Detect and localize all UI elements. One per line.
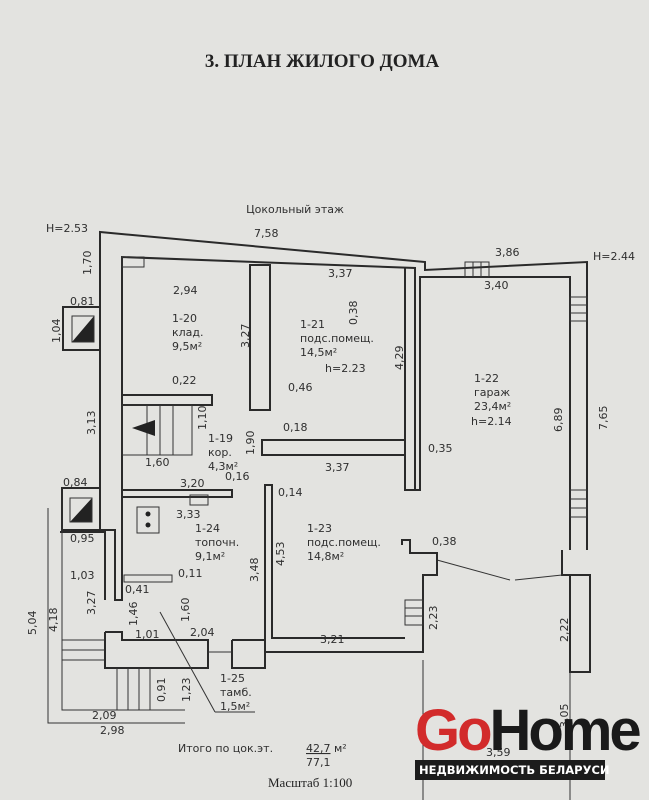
- logo-go: Go: [415, 698, 493, 763]
- room-label-text: 1-24: [195, 522, 220, 535]
- dimension-label: 1,60: [179, 598, 192, 623]
- dimension-label: 0,16: [225, 470, 250, 483]
- dimension-label: 0,22: [172, 374, 197, 387]
- room-label-text: 1-20: [172, 312, 197, 325]
- dimension-label: 1,10: [196, 406, 209, 431]
- dimension-label: 0,91: [155, 678, 168, 703]
- dimension-label: 0,38: [432, 535, 457, 548]
- dimension-label: 2,98: [100, 724, 125, 737]
- room-label-text: 1-21: [300, 318, 325, 331]
- logo-home: Home: [489, 698, 642, 763]
- room-label-text: 4,3м²: [208, 460, 238, 473]
- room-label-text: 1-19: [208, 432, 233, 445]
- dimension-label: 2,09: [92, 709, 117, 722]
- room-label-text: 1-22: [474, 372, 499, 385]
- dimension-label: 3,37: [325, 461, 350, 474]
- room-label-text: 1-23: [307, 522, 332, 535]
- dimension-label: 6,89: [552, 408, 565, 433]
- totals: Итого по цок.эт. 42,7 м² 77,1 Масштаб 1:…: [178, 742, 352, 790]
- room-label-text: 9,1м²: [195, 550, 225, 563]
- dimension-label: 7,65: [597, 406, 610, 431]
- dimension-label: 1,03: [70, 569, 95, 582]
- totals-total: 77,1: [306, 756, 331, 769]
- dimension-label: 0,41: [125, 583, 150, 596]
- room-label-text: 1,5м²: [220, 700, 250, 713]
- dimension-label: H=2.53: [46, 222, 88, 235]
- room-label-text: кор.: [208, 446, 232, 459]
- gohome-watermark: GoHome НЕДВИЖИМОСТЬ БЕЛАРУСИ: [415, 702, 642, 780]
- room-label-text: h=2.23: [325, 362, 366, 375]
- room-label-text: 23,4м²: [474, 400, 511, 413]
- plan-title: 3. ПЛАН ЖИЛОГО ДОМА: [205, 51, 440, 72]
- room-label-text: h=2.14: [471, 415, 512, 428]
- dimension-label: 1,01: [135, 628, 160, 641]
- totals-label: Итого по цок.эт.: [178, 742, 273, 755]
- dimension-label: 1,23: [180, 678, 193, 703]
- floor-name: Цокольный этаж: [246, 203, 344, 216]
- dimension-label: 3,48: [248, 558, 261, 583]
- dimension-label: 3,40: [484, 279, 509, 292]
- room-label-text: подс.помещ.: [307, 536, 381, 549]
- totals-living: 42,7: [306, 742, 331, 755]
- dimension-label: 1,90: [244, 431, 257, 456]
- dimension-label: 4,29: [393, 346, 406, 371]
- dimension-label: 4,18: [47, 608, 60, 633]
- dimension-label: 3,21: [320, 633, 345, 646]
- dimension-label: 3,13: [85, 411, 98, 436]
- dimension-label: 0,84: [63, 476, 88, 489]
- dimension-label: 3,20: [180, 477, 205, 490]
- walls: [47, 230, 591, 800]
- dimension-label: 0,95: [70, 532, 95, 545]
- dimension-label: 0,11: [178, 567, 203, 580]
- dimension-label: 3,86: [495, 246, 520, 259]
- dimension-label: 4,53: [274, 542, 287, 567]
- room-label-text: подс.помещ.: [300, 332, 374, 345]
- dimension-label: 2,04: [190, 626, 215, 639]
- dimension-label: 0,14: [278, 486, 303, 499]
- room-label-text: гараж: [474, 386, 510, 399]
- dimension-label: 2,22: [558, 618, 571, 643]
- dimension-label: 5,04: [26, 611, 39, 636]
- dimension-label: 0,35: [428, 442, 453, 455]
- room-label-text: тамб.: [220, 686, 252, 699]
- dimension-label: 3,37: [328, 267, 353, 280]
- room-label-text: топочн.: [195, 536, 239, 549]
- dimension-label: 0,81: [70, 295, 95, 308]
- dimension-label: 1,04: [50, 319, 63, 344]
- room-label-text: 14,8м²: [307, 550, 344, 563]
- dimension-label: 7,58: [254, 227, 279, 240]
- totals-unit: м²: [334, 742, 347, 755]
- room-label-text: 9,5м²: [172, 340, 202, 353]
- dimension-label: 1,70: [81, 251, 94, 276]
- scale-label: Масштаб 1:100: [268, 775, 352, 790]
- dimension-label: 3,33: [176, 508, 201, 521]
- dimension-label: 3,27: [85, 591, 98, 616]
- dimension-label: 3,27: [239, 324, 252, 349]
- dimension-label: 3,05: [558, 704, 571, 729]
- dimension-label: 2,23: [427, 606, 440, 631]
- dimension-label: H=2.44: [593, 250, 635, 263]
- dimension-label: 1,60: [145, 456, 170, 469]
- room-label-text: 14,5м²: [300, 346, 337, 359]
- dimension-labels: 7,58 H=2.53 1,70 0,81 1,04 2,94 3,27 3,3…: [26, 222, 635, 759]
- room-label-text: клад.: [172, 326, 204, 339]
- dimension-label: 1,46: [127, 602, 140, 627]
- logo-tagline: НЕДВИЖИМОСТЬ БЕЛАРУСИ: [415, 760, 610, 780]
- dimension-label: 2,94: [173, 284, 198, 297]
- dimension-label: 0,18: [283, 421, 308, 434]
- dimension-label: 0,38: [347, 301, 360, 326]
- dimension-label: 0,46: [288, 381, 313, 394]
- room-label-text: 1-25: [220, 672, 245, 685]
- dimension-label: 3,59: [486, 746, 511, 759]
